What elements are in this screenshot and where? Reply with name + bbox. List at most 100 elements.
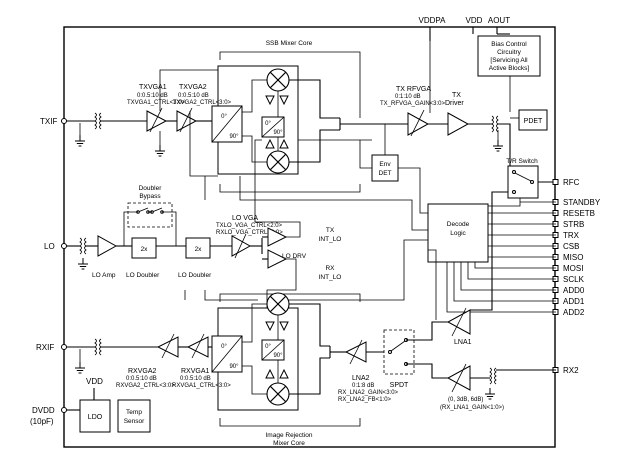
rxvga2-name: RXVGA2 [128, 368, 157, 375]
tx-int-lo-label-2: INT_LO [319, 236, 342, 243]
pin-label-strb: STRB [563, 220, 584, 229]
tx-rfvga-name: TX RFVGA [396, 86, 431, 93]
lo-doubler-1-2x: 2x [141, 246, 149, 253]
decode-label-2: Logic [450, 230, 466, 237]
lo-vga [231, 235, 252, 257]
ldo-block [79, 399, 111, 433]
lo-amp-label: LO Amp [92, 272, 116, 279]
rxvga2-amplifier [156, 336, 179, 358]
lna1-ctrl: (RX_LNA1_GAIN<1:0>) [440, 405, 504, 411]
pin-label-add1: ADD1 [563, 297, 585, 306]
tx-int-lo-label-1: TX [326, 227, 335, 234]
txif-pin[interactable] [61, 118, 67, 124]
txif-pin-label: TXIF [40, 117, 57, 126]
rxvga2-range: 0:0.5:10 dB [126, 376, 157, 382]
doubler-bypass-switches [127, 202, 173, 228]
lo-pin-label: LO [44, 242, 55, 251]
dvdd-pin[interactable] [61, 407, 67, 413]
pin-label-csb: CSB [563, 242, 579, 251]
rxvga1-ctrl: RXVGA1_CTRL<3:0> [172, 383, 231, 389]
pin-label-miso: MISO [563, 253, 583, 262]
decode-pin-wires [446, 198, 556, 313]
bias-label-3: [Servicing All [490, 57, 528, 64]
lo-vga-ctrl-1: TXLO_VGA_CTRL<2:0> [216, 223, 283, 229]
lo-doubler-1 [131, 237, 157, 259]
txvga2-amplifier [176, 110, 198, 132]
lo-amp [97, 235, 118, 257]
txvga2-range: 0:0.5:10 dB [178, 93, 209, 99]
pin-rfc[interactable] [552, 179, 559, 185]
lo-pin[interactable] [61, 243, 67, 249]
txvga2-ctrl: TXVGA2_CTRL<3:0> [173, 100, 232, 106]
tx-rfvga-range: 0:1:10 dB [395, 94, 421, 100]
pin-label-rfc: RFC [563, 178, 580, 187]
txvga1-amplifier [146, 110, 168, 132]
txvga1-range: 0:0.5:10 dB [137, 93, 168, 99]
tx-driver-label-1: TX [452, 92, 461, 99]
spdt-label: SPDT [390, 382, 409, 389]
env-det-label-1: Env [379, 161, 391, 168]
pdet-block [518, 109, 548, 131]
lo-vga-label: LO VGA [232, 215, 258, 222]
ssb-mixer-core-label: SSB Mixer Core [266, 40, 313, 47]
bias-control-block [477, 35, 541, 77]
dvdd-pin-label: DVDD [32, 406, 55, 415]
rx-lo-phase-0: 0° [265, 344, 271, 350]
pin-label-sclk: SCLK [563, 275, 585, 284]
lna2-ctrl: RX_LNA2_GAIN<3:0> [338, 390, 399, 396]
right-pins: RFC STANDBY RESETB STRB TRX CSB MISO MOSI SCLK AD… [552, 178, 601, 375]
lna1-range: (0, 3dB, 6dB) [448, 397, 483, 403]
lo-doubler-1-label: LO Doubler [126, 272, 160, 279]
top-pins: VDDPA VDD AOUT [419, 16, 512, 41]
tx-driver-amplifier [447, 112, 470, 136]
vdd-pin-label: VDD [466, 16, 483, 25]
lna1-name: LNA1 [454, 339, 472, 346]
lo-drv-label: LO DRV [282, 253, 307, 260]
decode-logic-block [427, 203, 489, 263]
pin-label-add0: ADD0 [563, 286, 585, 295]
vddpa-pin-label: VDDPA [419, 16, 447, 25]
temp-label-2: Sensor [124, 418, 145, 425]
pin-label-mosi: MOSI [563, 264, 583, 273]
tx-phase-0: 0° [221, 114, 227, 120]
rxif-pin[interactable] [61, 344, 67, 350]
txvga2-name: TXVGA2 [179, 84, 207, 91]
tr-switch-label: T/R Switch [506, 158, 538, 165]
rxvga2-ctrl: RXVGA2_CTRL<3:0> [116, 383, 175, 389]
pin-label-trx: TRX [563, 231, 580, 240]
txvga1-ctrl: TXVGA1_CTRL<3:0> [127, 100, 186, 106]
ldo-vdd-label: VDD [86, 377, 103, 386]
decode-label-1: Decode [447, 221, 470, 228]
tx-lo-phase-90: 90° [273, 130, 283, 136]
dvdd-cap-label: (10pF) [30, 417, 54, 426]
rxvga1-amplifier [186, 336, 209, 358]
rx-lo-phase-90: 90° [273, 353, 283, 359]
rxif-pin-label: RXIF [36, 343, 54, 352]
rx-phase-0: 0° [221, 344, 227, 350]
rxvga1-name: RXVGA1 [181, 368, 210, 375]
ldo-label: LDO [88, 414, 103, 421]
pin-label-add2: ADD2 [563, 308, 585, 317]
lna2-name: LNA2 [352, 375, 370, 382]
env-det-label-2: DET [379, 170, 392, 177]
pdet-label: PDET [524, 118, 543, 125]
tx-driver-label-2: Driver [445, 100, 464, 107]
lna2-range: 0:1:8 dB [352, 383, 374, 389]
doubler-bypass-label-2: Bypass [139, 193, 161, 200]
doubler-bypass-label-1: Doubler [139, 185, 163, 192]
pin-label-resetb: RESETB [563, 209, 595, 218]
pin-label-rx2: RX2 [563, 366, 579, 375]
tx-rfvga-amplifier [407, 112, 430, 136]
bias-label-4: Active Blocks] [489, 65, 530, 72]
aout-pin-label: AOUT [488, 16, 510, 25]
bias-label-1: Bias Control [491, 41, 527, 48]
rx-mixer-bottom [266, 382, 290, 406]
txvga1-name: TXVGA1 [139, 84, 167, 91]
rx-mixer-top [266, 292, 290, 316]
rx-int-lo-label-2: INT_LO [319, 274, 342, 281]
image-rejection-label-1: Image Rejection [266, 432, 313, 439]
tx-lo-phase-0: 0° [265, 121, 271, 127]
pin-label-standby: STANDBY [563, 198, 601, 207]
spdt-switch [383, 329, 415, 375]
lo-doubler-2-2x: 2x [195, 246, 203, 253]
